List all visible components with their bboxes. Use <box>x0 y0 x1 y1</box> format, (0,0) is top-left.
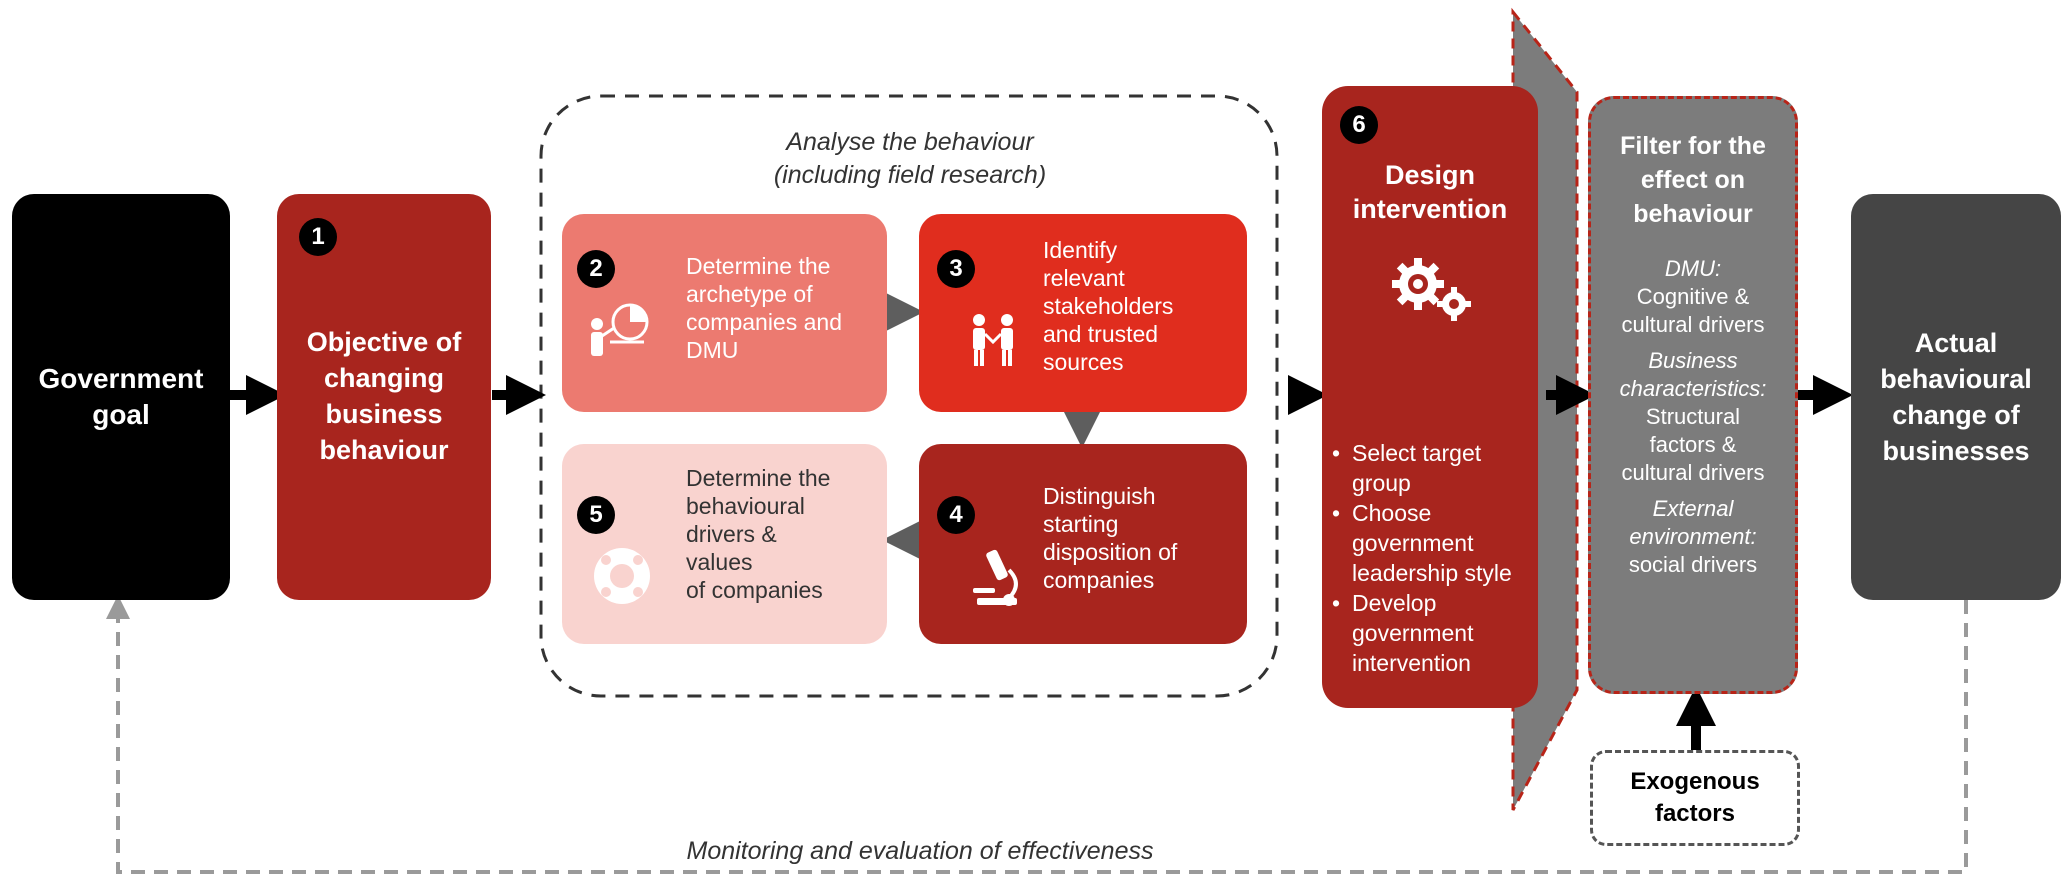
microscope-icon <box>973 549 1018 606</box>
step1-label: Objective of changing business behaviour <box>306 327 462 465</box>
filter-dmu-text: Cognitive & cultural drivers <box>1621 284 1765 337</box>
filter-business-label: Business characteristics: <box>1619 348 1767 401</box>
step6-bullet: Choose government leadership style <box>1330 498 1530 588</box>
step1-objective-box: 1 Objective of changing business behavio… <box>277 194 491 600</box>
filter-external-text: social drivers <box>1628 552 1758 577</box>
filter-box: Filter for the effect on behaviour DMU: … <box>1588 96 1798 694</box>
exogenous-factors-label: Exogenous factors <box>1630 768 1760 827</box>
analyse-title-line2: (including field research) <box>773 161 1047 189</box>
step2-number-badge: 2 <box>577 250 615 288</box>
step1-number-badge: 1 <box>299 218 337 256</box>
filter-dmu-label: DMU: <box>1664 256 1722 281</box>
step3-stakeholders-box: 3 Identify relevant stakeholders and tru… <box>919 214 1247 412</box>
step6-design-box: 6 Design intervention Select target grou… <box>1322 86 1538 708</box>
step6-bullet: Develop government intervention <box>1330 588 1530 678</box>
government-goal-label: Government goal <box>38 363 204 430</box>
actual-change-box: Actual behavioural change of businesses <box>1851 194 2061 600</box>
group-meeting-icon <box>594 548 650 604</box>
feedback-loop-line <box>106 595 1968 874</box>
step6-bullet: Select target group <box>1330 438 1530 498</box>
analyse-title-line1: Analyse the behaviour <box>786 128 1034 156</box>
step6-title: Design intervention <box>1352 160 1508 224</box>
step2-label: Determine the archetype of companies and… <box>686 253 842 363</box>
step5-number-badge: 5 <box>577 496 615 534</box>
government-goal-box: Government goal <box>12 194 230 600</box>
step6-number-badge: 6 <box>1340 106 1378 144</box>
presentation-icon <box>591 303 649 356</box>
step6-bullets: Select target group Choose government le… <box>1330 438 1530 678</box>
step5-drivers-box: 5 Determine the behavioural drivers & va… <box>562 444 887 644</box>
actual-change-label: Actual behavioural change of businesses <box>1880 328 2032 466</box>
step4-label: Distinguish starting disposition of comp… <box>1043 483 1178 593</box>
step3-label: Identify relevant stakeholders and trust… <box>1043 237 1174 375</box>
step4-number-badge: 4 <box>937 496 975 534</box>
gears-icon <box>1392 258 1471 321</box>
filter-business-text: Structural factors & cultural drivers <box>1621 404 1765 485</box>
filter-title: Filter for the effect on behaviour <box>1620 132 1766 228</box>
step4-disposition-box: 4 Distinguish starting disposition of co… <box>919 444 1247 644</box>
handshake-icon <box>973 314 1013 366</box>
step3-number-badge: 3 <box>937 250 975 288</box>
filter-external-label: External environment: <box>1629 496 1757 549</box>
step5-label: Determine the behavioural drivers & valu… <box>686 465 831 603</box>
monitoring-label: Monitoring and evaluation of effectivene… <box>686 837 1154 865</box>
step2-archetype-box: 2 Determine the archetype of companies a… <box>562 214 887 412</box>
exogenous-factors-box: Exogenous factors <box>1590 750 1800 846</box>
analyse-group-title: Analyse the behaviour (including field r… <box>640 126 1180 192</box>
